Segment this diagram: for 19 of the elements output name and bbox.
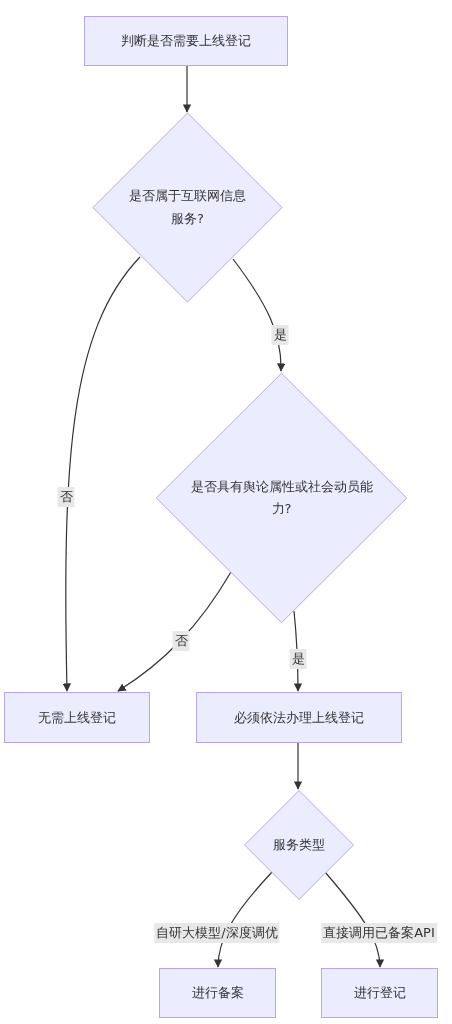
process-box: 判断是否需要上线登记 [84, 16, 288, 66]
edge-label: 是 [289, 649, 307, 669]
decision-diamond: 服务类型 [244, 790, 354, 900]
decision-diamond: 是否属于互联网信息服务? [92, 112, 283, 303]
edge-label: 否 [57, 487, 75, 507]
arrow [182, 65, 192, 113]
edge-label: 否 [172, 631, 190, 651]
process-box: 必须依法办理上线登记 [196, 692, 402, 743]
process-box: 无需上线登记 [4, 692, 150, 743]
edge-label: 自研大模型/深度调优 [154, 923, 280, 943]
process-box: 进行登记 [321, 968, 438, 1018]
arrow [117, 571, 232, 692]
process-box: 进行备案 [159, 968, 276, 1018]
arrow [62, 256, 141, 692]
edge-label: 是 [271, 325, 289, 345]
arrow [293, 742, 303, 790]
arrow [232, 258, 286, 372]
decision-diamond: 是否具有舆论属性或社会动员能力? [155, 372, 408, 624]
edge-label: 直接调用已备案API [321, 923, 437, 943]
